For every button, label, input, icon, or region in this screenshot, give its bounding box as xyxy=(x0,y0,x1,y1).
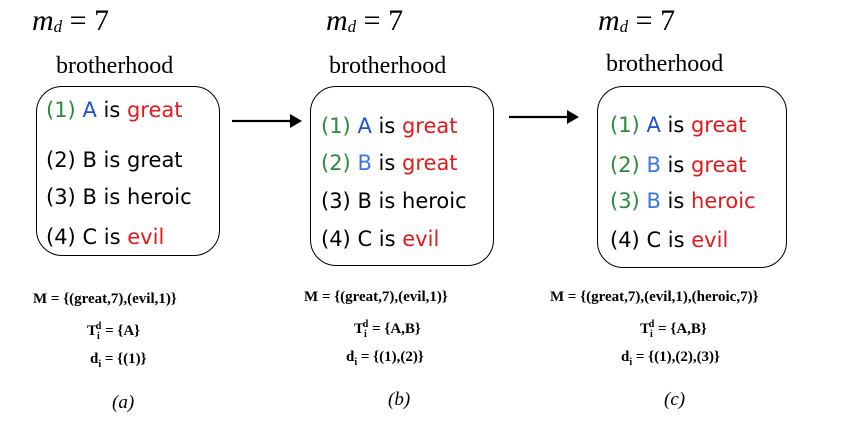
formula-m-c: M = {(great,7),(evil,1),(heroic,7)} xyxy=(550,289,759,305)
title-c: brotherhood xyxy=(606,51,724,77)
title-a: brotherhood xyxy=(56,53,174,79)
sentence-b-1: (1) A is great xyxy=(321,114,458,138)
formula-t-a: Tid = {A} xyxy=(87,321,141,342)
title-b: brotherhood xyxy=(329,53,447,79)
arrow-right-icon xyxy=(232,114,302,128)
md-label-a: md = 7 xyxy=(32,4,110,37)
sentence-box-a xyxy=(36,86,220,256)
formula-d-a: di = {(1)} xyxy=(90,351,147,370)
sentence-a-3: (3) B is heroic xyxy=(46,185,192,209)
sentence-box-b xyxy=(310,86,494,266)
sentence-a-2: (2) B is great xyxy=(46,148,183,172)
formula-d-b: di = {(1),(2)} xyxy=(346,349,424,368)
caption-b: (b) xyxy=(388,389,411,410)
sentence-c-3: (3) B is heroic xyxy=(610,189,756,213)
formula-d-c: di = {(1),(2),(3)} xyxy=(621,349,720,368)
sentence-c-4: (4) C is evil xyxy=(610,228,729,252)
sentence-c-1: (1) A is great xyxy=(610,113,747,137)
md-label-c: md = 7 xyxy=(598,4,676,37)
sentence-b-2: (2) B is great xyxy=(321,151,458,175)
sentence-c-2: (2) B is great xyxy=(610,153,747,177)
sentence-a-4: (4) C is evil xyxy=(46,225,165,249)
caption-c: (c) xyxy=(664,389,686,410)
caption-a: (a) xyxy=(112,392,135,413)
formula-t-b: Tid = {A,B} xyxy=(354,319,421,340)
sentence-b-3: (3) B is heroic xyxy=(321,189,467,213)
sentence-b-4: (4) C is evil xyxy=(321,227,440,251)
md-label-b: md = 7 xyxy=(326,4,404,37)
sentence-a-1: (1) A is great xyxy=(46,98,183,122)
arrow-right-icon xyxy=(509,110,579,124)
formula-t-c: Tid = {A,B} xyxy=(640,319,707,340)
formula-m-a: M = {(great,7),(evil,1)} xyxy=(33,291,177,307)
formula-m-b: M = {(great,7),(evil,1)} xyxy=(304,289,448,305)
sentence-box-c xyxy=(597,86,787,268)
